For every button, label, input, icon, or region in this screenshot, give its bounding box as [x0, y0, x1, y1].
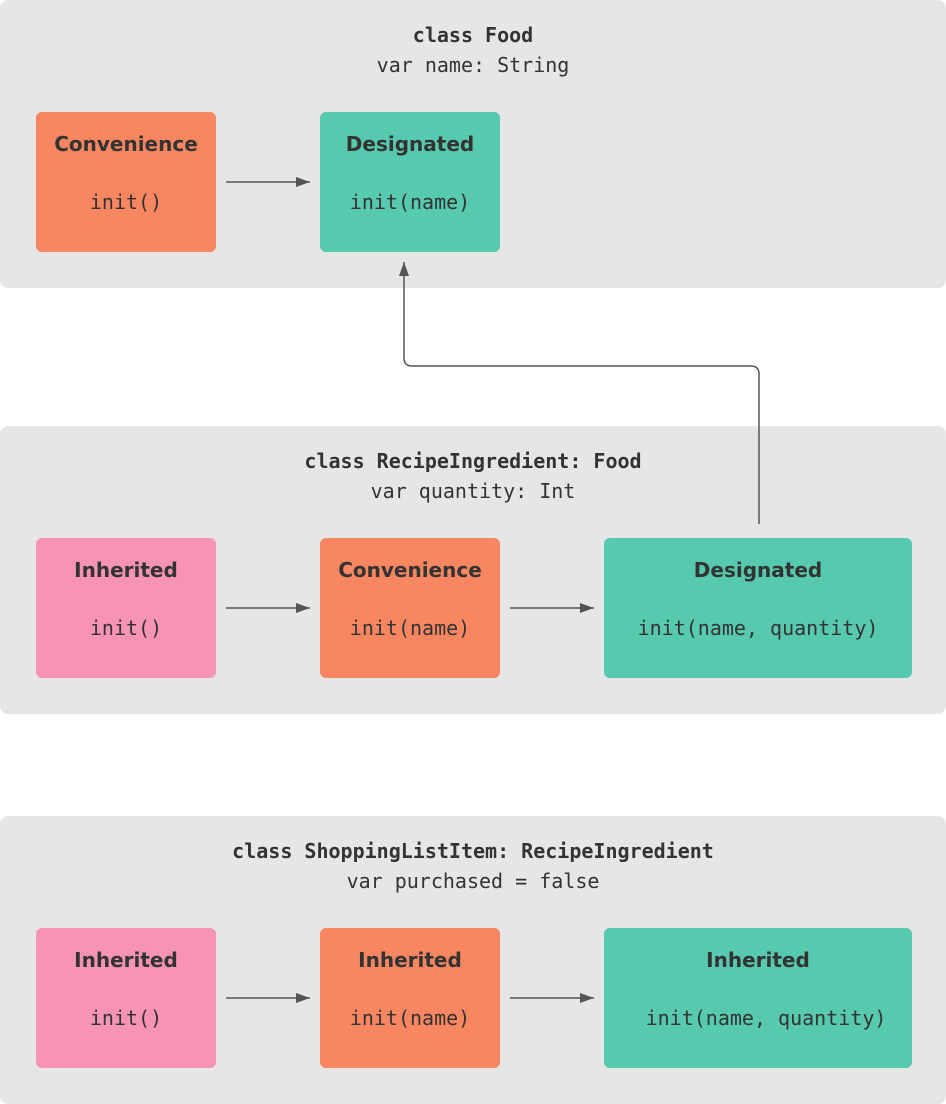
recipe-ingredient-class-title: class RecipeIngredient: Food — [304, 449, 642, 473]
food-convenience-signature: init() — [89, 190, 163, 214]
shopping-list-item-class-property: var purchased = false — [346, 869, 600, 893]
recipe-inherited-kind: Inherited — [74, 558, 178, 582]
shopping-inherited-name-quantity-kind: Inherited — [706, 948, 810, 972]
recipe-convenience-signature: init(name) — [349, 616, 471, 640]
shopping-inherited-name-signature: init(name) — [349, 1006, 471, 1030]
shopping-inherited-name-kind: Inherited — [358, 948, 462, 972]
food-class-title: class Food — [412, 23, 534, 47]
food-class-property: var name: String — [376, 53, 570, 77]
shopping-inherited-signature: init() — [89, 1006, 163, 1030]
shopping-list-item-class-panel: class ShoppingListItem: RecipeIngredient… — [0, 816, 946, 1104]
shopping-inherited-name-quantity-signature: init(name, quantity) — [645, 1006, 887, 1030]
food-designated-signature: init(name) — [349, 190, 471, 214]
food-designated-init-box: Designated init(name) — [320, 112, 500, 252]
recipe-inherited-signature: init() — [89, 616, 163, 640]
recipe-inherited-init-box: Inherited init() — [36, 538, 216, 678]
food-convenience-init-box: Convenience init() — [36, 112, 216, 252]
recipe-ingredient-class-panel: class RecipeIngredient: Food var quantit… — [0, 426, 946, 714]
shopping-inherited-kind: Inherited — [74, 948, 178, 972]
recipe-designated-init-box: Designated init(name, quantity) — [604, 538, 912, 678]
shopping-inherited-init-name-box: Inherited init(name) — [320, 928, 500, 1068]
shopping-inherited-init-name-quantity-box: Inherited init(name, quantity) — [604, 928, 912, 1068]
food-convenience-kind: Convenience — [54, 132, 198, 156]
food-designated-kind: Designated — [345, 132, 475, 156]
recipe-designated-signature: init(name, quantity) — [637, 616, 879, 640]
recipe-ingredient-class-property: var quantity: Int — [370, 479, 576, 503]
recipe-designated-kind: Designated — [693, 558, 823, 582]
recipe-convenience-kind: Convenience — [338, 558, 482, 582]
shopping-inherited-init-box: Inherited init() — [36, 928, 216, 1068]
shopping-list-item-class-title: class ShoppingListItem: RecipeIngredient — [232, 839, 714, 863]
food-class-panel: class Food var name: String Convenience … — [0, 0, 946, 288]
recipe-convenience-init-box: Convenience init(name) — [320, 538, 500, 678]
